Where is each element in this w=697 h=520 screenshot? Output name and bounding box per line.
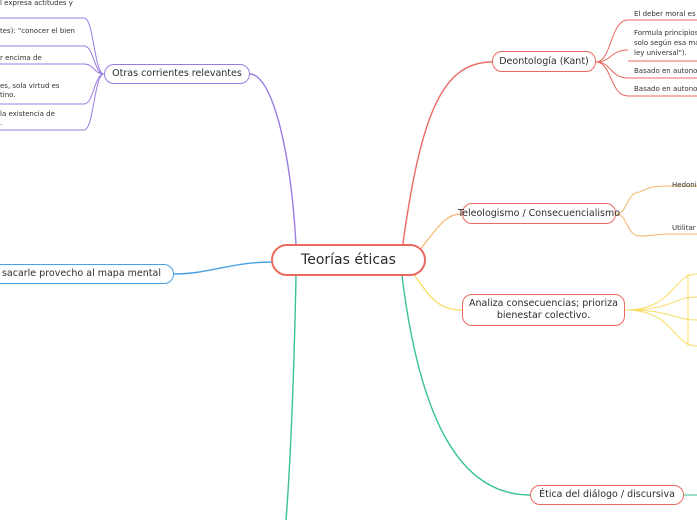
branch-otras-label: Otras corrientes relevantes	[112, 68, 242, 79]
leaf-otras-4[interactable]: es, sola virtud es	[0, 82, 60, 90]
connector-bottom-green	[285, 275, 297, 520]
root-label: Teorías éticas	[301, 252, 396, 268]
leaf-deontologia-2b: solo según esa má	[634, 39, 697, 47]
connector-teleologismo-leaves	[615, 191, 641, 237]
root-node[interactable]: Teorías éticas	[271, 244, 426, 276]
leaf-otras-2[interactable]: tes): "conocer el bien	[0, 27, 75, 35]
leaf-otras-5[interactable]: la existencia de	[0, 110, 55, 118]
leaf-otras-1[interactable]: l expresa actitudes y	[0, 0, 73, 7]
branch-teleologismo-label: Teleologismo / Consecuencialismo	[457, 207, 621, 219]
branch-otras[interactable]: Otras corrientes relevantes	[104, 64, 250, 84]
connector-teleologismo	[417, 213, 463, 253]
leaf-otras-4b: tino.	[0, 91, 16, 99]
connector-analiza	[409, 267, 463, 311]
branch-deontologia[interactable]: Deontología (Kant)	[492, 51, 596, 72]
leaf-deontologia-2[interactable]: Formula principios	[634, 29, 697, 37]
connector-deontologia-leaves	[595, 19, 629, 97]
branch-analiza[interactable]: Analiza consecuencias; prioriza bienesta…	[462, 294, 625, 326]
branch-analiza-line1: Analiza consecuencias; prioriza	[468, 298, 618, 309]
leaf-deontologia-2c: ley universal").	[634, 49, 687, 57]
branch-analiza-line2: bienestar colectivo.	[496, 310, 591, 321]
leaf-otras-3[interactable]: r encima de	[0, 54, 42, 62]
branch-dialogo[interactable]: Ética del diálogo / discursiva	[530, 485, 684, 505]
branch-sacar[interactable]: no sacarle provecho al mapa mental	[0, 264, 174, 284]
connector-otras	[249, 73, 297, 245]
leaf-utilitarismo[interactable]: Utilitar	[672, 224, 696, 232]
connector-dialogo	[401, 275, 531, 496]
connector-sacar	[173, 261, 273, 275]
branch-teleologismo[interactable]: Teleologismo / Consecuencialismo	[458, 203, 620, 224]
connector-otras-leaves	[83, 17, 105, 131]
connector-deontologia	[401, 61, 493, 251]
leaf-otras-5b: .	[0, 119, 3, 127]
branch-sacar-label: no sacarle provecho al mapa mental	[0, 268, 161, 279]
branch-deontologia-label: Deontología (Kant)	[499, 55, 589, 67]
leaf-deontologia-1[interactable]: El deber moral es c	[634, 10, 697, 18]
connector-analiza-leaves	[624, 273, 697, 347]
branch-dialogo-label: Ética del diálogo / discursiva	[539, 489, 675, 500]
leaf-deontologia-3[interactable]: Basado en autono	[634, 67, 697, 75]
leaf-deontologia-4[interactable]: Basado en autono	[634, 85, 697, 93]
leaf-hedonismo[interactable]: Hedoni	[672, 181, 697, 189]
